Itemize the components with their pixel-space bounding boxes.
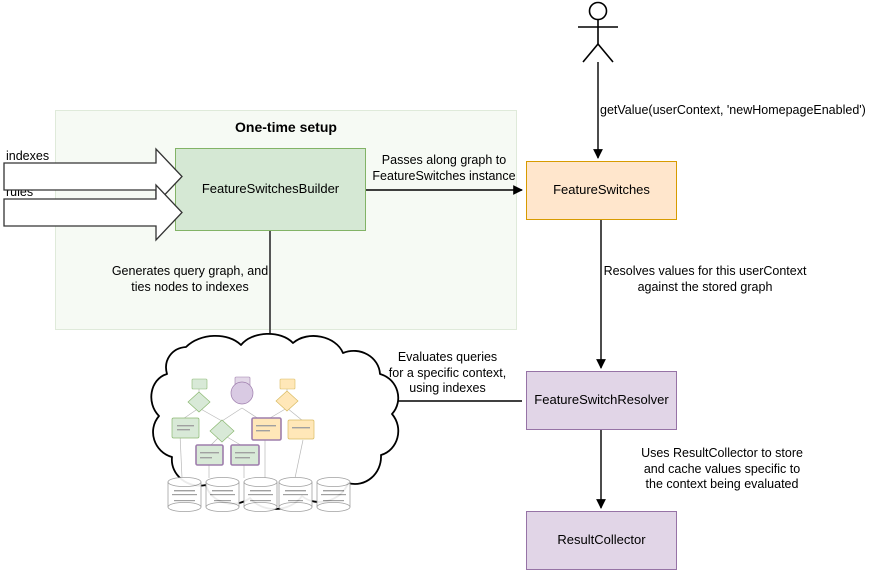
node-resultcollector[interactable]: ResultCollector [526,511,677,570]
edge-label-resolver-to-cloud: Evaluates queries for a specific context… [388,350,507,396]
edge-label-builder-to-switches: Passes along graph to FeatureSwitches in… [372,153,516,183]
indexes-block-arrow [3,147,183,206]
edge-label-actor-to-switches: getValue(userContext, 'newHomepageEnable… [600,103,866,117]
indexes-label: indexes [6,149,50,163]
node-featureswitchresolver[interactable]: FeatureSwitchResolver [526,371,677,430]
one-time-setup-title: One-time setup [235,119,337,135]
edge-label-builder-to-cloud: Generates query graph, and ties nodes to… [111,264,269,294]
node-featureswitchesbuilder[interactable]: FeatureSwitchesBuilder [175,148,366,231]
node-featureswitches[interactable]: FeatureSwitches [526,161,677,220]
edge-label-switches-to-resolver: Resolves values for this userContext aga… [603,264,807,294]
mini-query-graph [167,376,351,512]
rules-block-arrow [3,183,183,242]
edge-label-resolver-to-collector: Uses ResultCollector to store and cache … [641,446,803,492]
user-actor-icon [578,1,618,63]
